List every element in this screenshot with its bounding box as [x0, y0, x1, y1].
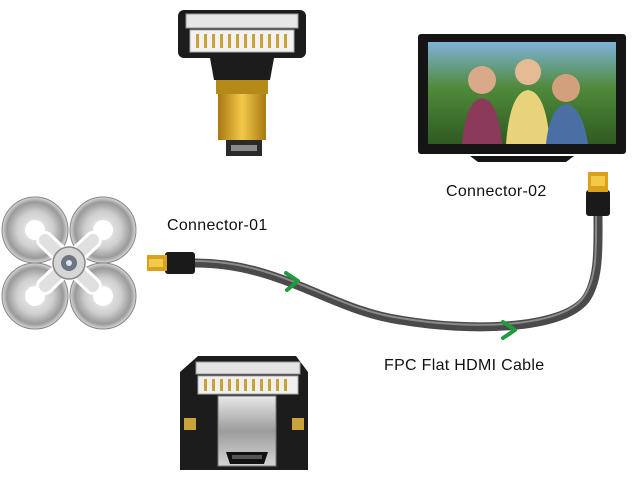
connector-01-plug	[147, 252, 195, 274]
hdmi-female-product-photo	[180, 356, 308, 470]
direction-arrow-icon	[284, 271, 300, 292]
connector-02-label: Connector-02	[446, 183, 547, 200]
television-icon	[418, 34, 626, 162]
cable-label: FPC Flat HDMI Cable	[384, 357, 545, 374]
fpc-flat-hdmi-cable	[188, 207, 603, 332]
connector-01-label: Connector-01	[167, 217, 268, 234]
quadcopter-drone-icon	[1, 196, 137, 330]
connector-01-product-photo	[178, 10, 306, 156]
connector-02-plug	[586, 172, 610, 216]
direction-arrow-icon	[501, 320, 517, 340]
